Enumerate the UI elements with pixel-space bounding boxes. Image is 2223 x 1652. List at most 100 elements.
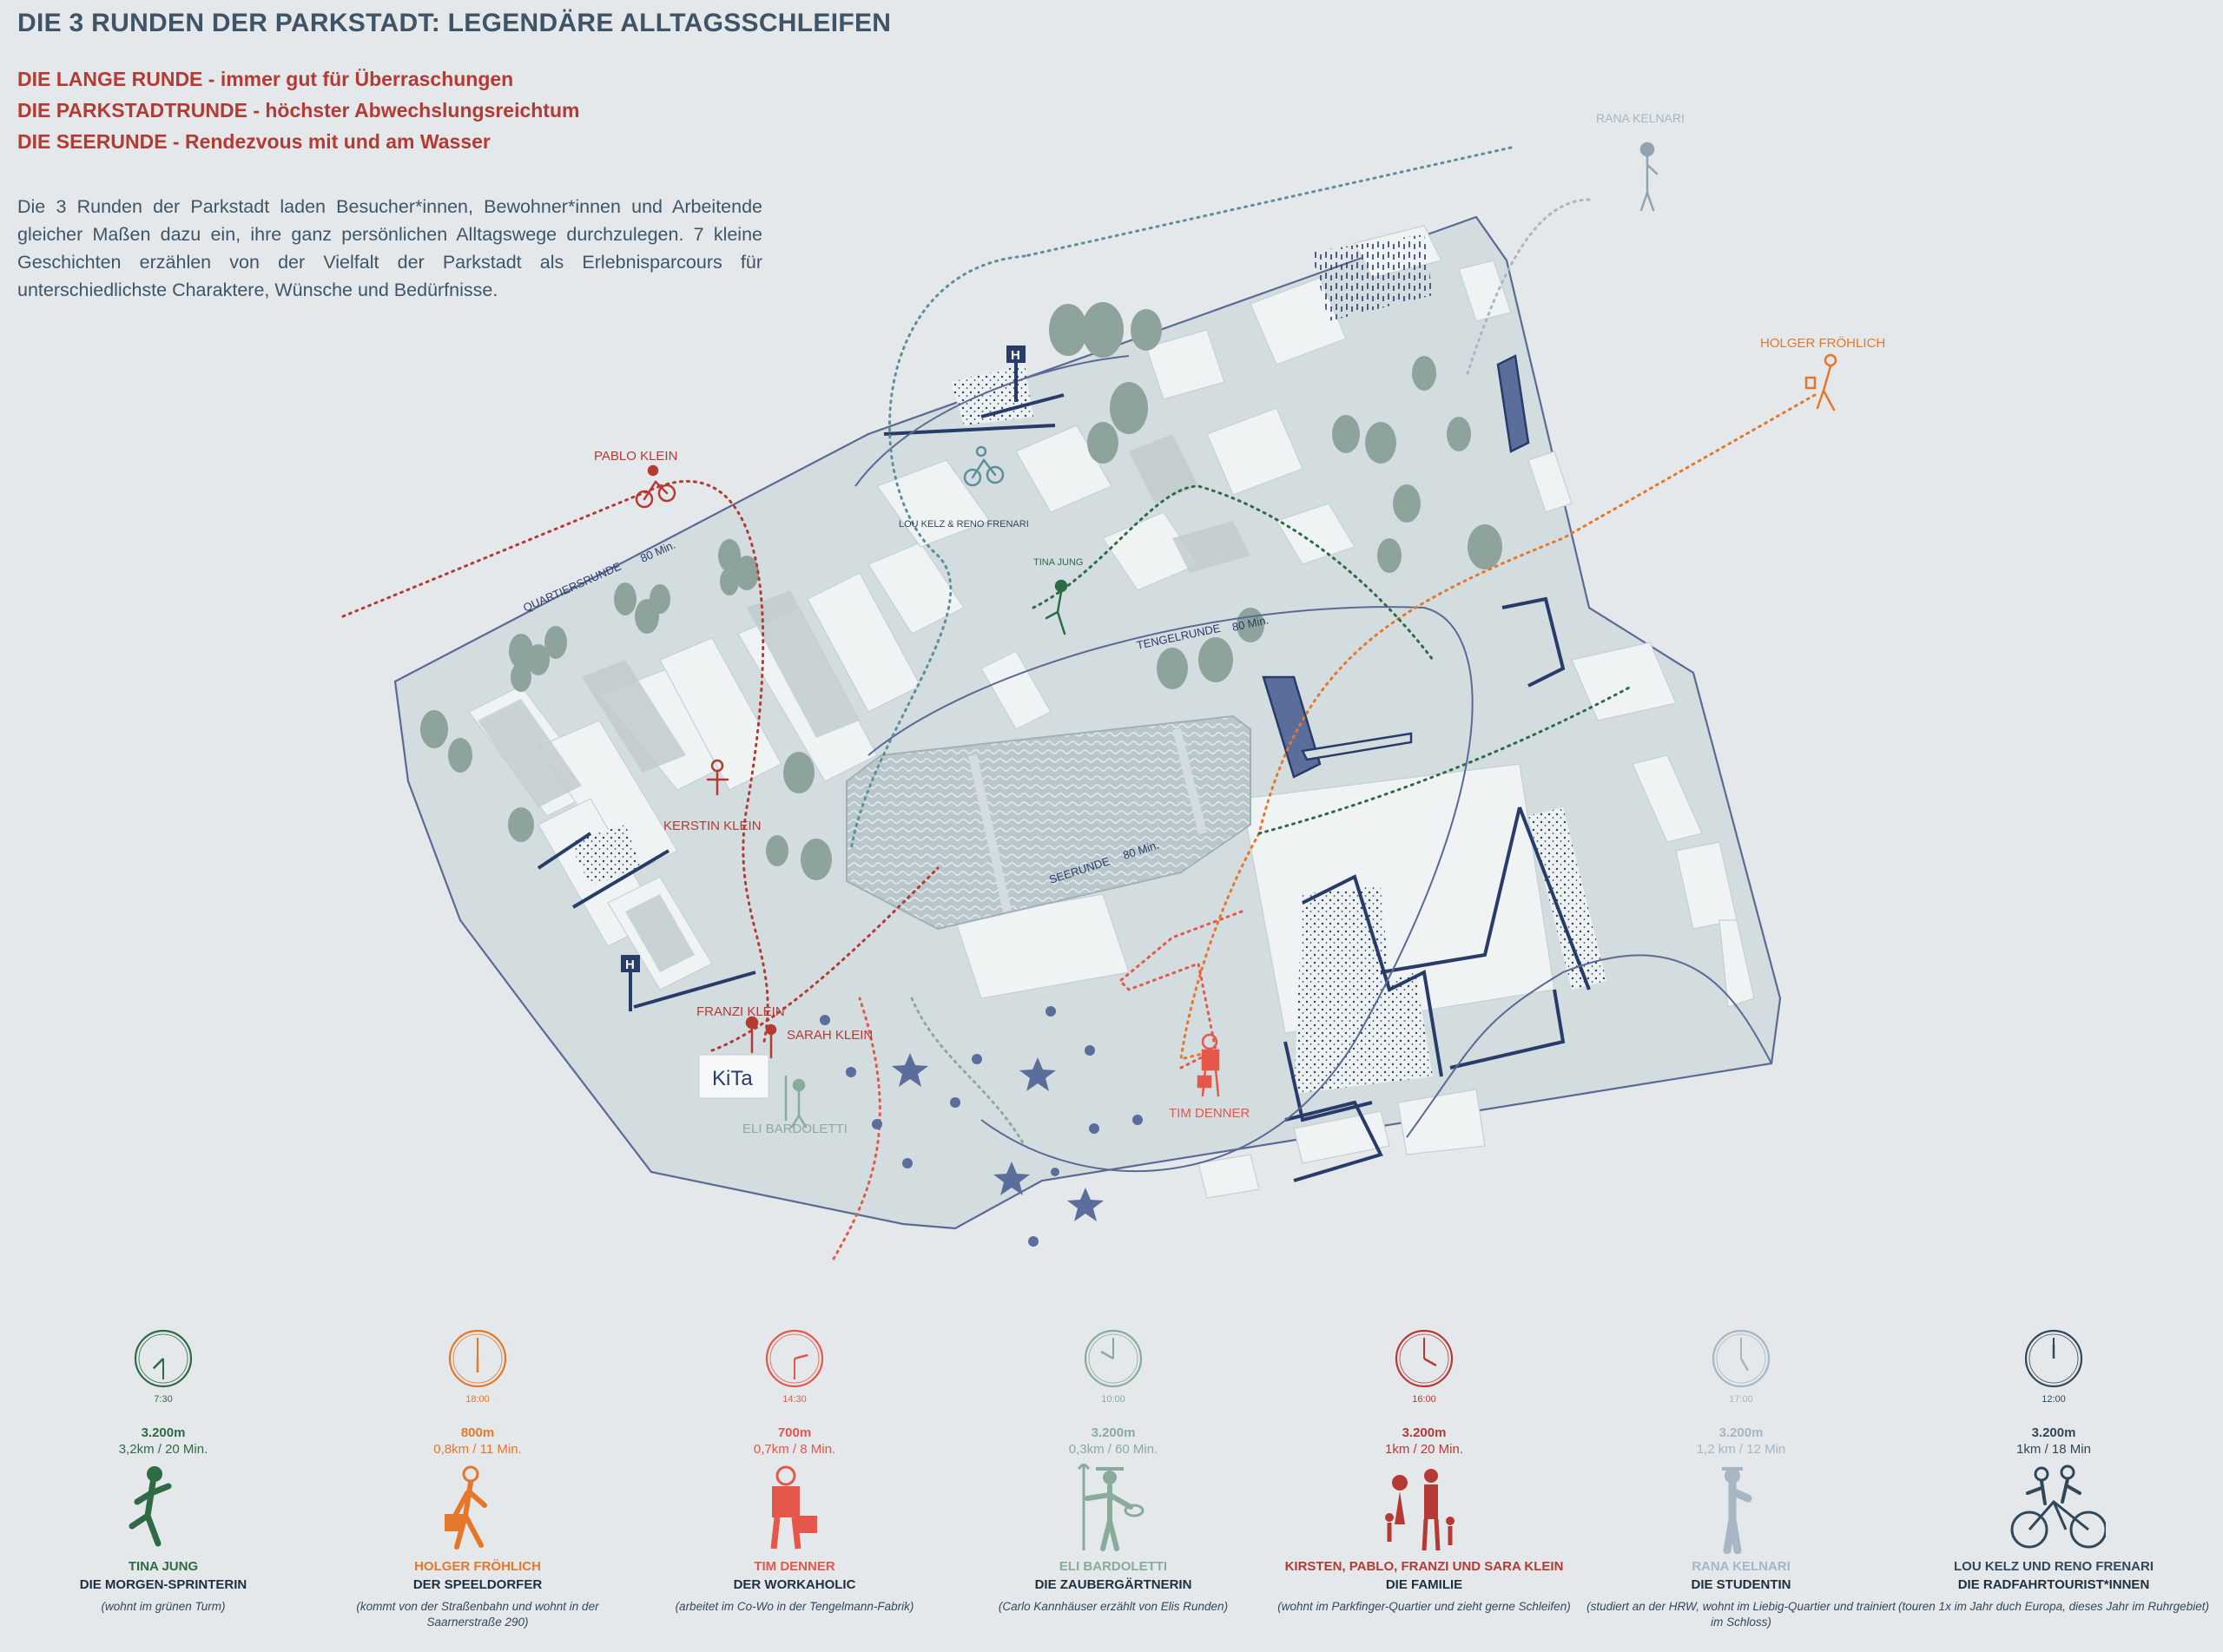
route-seerunde: DIE SEERUNDE - Rendezvous mit und am Was… — [17, 130, 491, 153]
persona-note: (wohnt im grünen Turm) — [101, 1600, 226, 1613]
map-label-holger: HOLGER FRÖHLICH — [1760, 335, 1885, 351]
map-person-markers — [635, 142, 1837, 1129]
clock-icon — [1084, 1329, 1143, 1388]
student-icon — [1639, 142, 1659, 212]
plazas — [569, 234, 1606, 1094]
person-routes — [341, 146, 1817, 1260]
bus-stop-label: H — [625, 958, 635, 972]
persona-note: (studiert an der HRW, wohnt im Liebig-Qu… — [1586, 1600, 1896, 1629]
map-label-lou-reno: LOU KELZ & RENO FRENARI — [899, 519, 1029, 530]
map-label-franzi: FRANZI KLEIN — [696, 1004, 785, 1019]
persona-time: 14:30 — [782, 1394, 807, 1405]
trees — [420, 302, 1502, 880]
persona-card: 14:30 700m 0,7km / 8 Min. TIM DENNER DER… — [638, 1320, 951, 1615]
route-lange-runde: DIE LANGE RUNDE - immer gut für Überrasc… — [17, 68, 514, 90]
persona-time: 17:00 — [1729, 1394, 1753, 1405]
persona-note: (Carlo Kannhäuser erzählt von Elis Runde… — [998, 1600, 1229, 1613]
bus-stop-icon — [621, 346, 1026, 1011]
persona-time: 7:30 — [154, 1394, 173, 1405]
persona-duration: 0,7km / 8 Min. — [753, 1442, 836, 1457]
bus-stop-label: H — [1011, 348, 1020, 363]
persona-duration: 0,3km / 60 Min. — [1068, 1442, 1158, 1457]
castle — [1262, 354, 1530, 779]
persona-time: 16:00 — [1412, 1394, 1436, 1405]
persona-card: 12:00 3.200m 1km / 18 Min LOU KELZ UND R… — [1897, 1320, 2210, 1615]
persona-note: (arbeitet im Co-Wo in der Tengelmann-Fab… — [675, 1600, 914, 1613]
persona-distance: 700m — [777, 1425, 812, 1440]
persona-note: (touren 1x im Jahr duch Europa, dieses J… — [1898, 1600, 2209, 1613]
persona-role: DIE MORGEN-SPRINTERIN — [79, 1577, 247, 1592]
persona-distance: 3.200m — [2031, 1425, 2076, 1440]
map-label-pablo: PABLO KLEIN — [594, 449, 677, 464]
garden-stars — [820, 1006, 1143, 1247]
persona-role: DIE RADFAHRTOURIST*INNEN — [1957, 1577, 2150, 1592]
runner-icon — [1045, 579, 1068, 635]
persona-card: 10:00 3.200m 0,3km / 60 Min. ELI BARDOLE… — [957, 1320, 1270, 1615]
family-member-icon — [745, 1016, 777, 1059]
map-label-kerstin: KERSTIN KLEIN — [663, 819, 762, 833]
persona-name: RANA KELNARI — [1692, 1559, 1791, 1574]
worker-icon — [770, 1465, 817, 1550]
worker-icon — [1197, 1033, 1220, 1097]
clock-icon — [765, 1329, 824, 1388]
route-parkstadtrunde: DIE PARKSTADTRUNDE - höchster Abwechslun… — [17, 99, 580, 122]
persona-role: DER SPEELDORFER — [412, 1577, 543, 1592]
student-icon — [1722, 1467, 1752, 1554]
persona-note: (kommt von der Straßenbahn und wohnt in … — [356, 1600, 599, 1629]
persona-time: 18:00 — [465, 1394, 490, 1405]
persona-role: DIE ZAUBERGÄRTNERIN — [1034, 1577, 1192, 1592]
map-label-rana: RANA KELNARI — [1596, 111, 1685, 125]
persona-name: KIRSTEN, PABLO, FRANZI UND SARA KLEIN — [1284, 1559, 1564, 1574]
gardener-icon — [784, 1075, 808, 1129]
walker-with-bag-icon — [1804, 353, 1837, 411]
map-label-sarah: SARAH KLEIN — [787, 1028, 873, 1043]
persona-name: HOLGER FRÖHLICH — [414, 1559, 541, 1574]
persona-duration: 1km / 18 Min — [2016, 1442, 2091, 1457]
family-member-icon — [706, 759, 729, 796]
persona-card: 17:00 3.200m 1,2 km / 12 Min RANA KELNAR… — [1585, 1320, 1897, 1630]
persona-note: (wohnt im Parkfinger-Quartier und zieht … — [1277, 1600, 1571, 1613]
persona-distance: 3.200m — [141, 1425, 186, 1440]
runner-icon — [129, 1466, 172, 1547]
map-label-tina: TINA JUNG — [1033, 557, 1083, 568]
clock-icon — [2024, 1329, 2083, 1388]
persona-duration: 1,2 km / 12 Min — [1696, 1442, 1786, 1457]
persona-duration: 0,8km / 11 Min. — [433, 1442, 522, 1457]
persona-role: DIE FAMILIE — [1385, 1577, 1463, 1592]
clock-icon — [448, 1329, 507, 1388]
persona-distance: 3.200m — [1402, 1425, 1447, 1440]
persona-duration: 1km / 20 Min. — [1384, 1442, 1464, 1457]
gardener-icon — [1077, 1464, 1144, 1551]
intro-paragraph: Die 3 Runden der Parkstadt laden Besuche… — [17, 196, 762, 300]
lake — [846, 714, 1251, 931]
persona-name: LOU KELZ UND RENO FRENARI — [1954, 1559, 2154, 1574]
persona-duration: 3,2km / 20 Min. — [118, 1442, 208, 1457]
route-loops — [854, 355, 1772, 1173]
kita-label: KiTa — [712, 1067, 753, 1090]
persona-distance: 3.200m — [1091, 1425, 1136, 1440]
kita-building — [698, 1054, 769, 1099]
map-label-eli: ELI BARDOLETTI — [742, 1122, 848, 1136]
clock-icon — [134, 1329, 193, 1388]
family-icon — [1385, 1469, 1455, 1551]
persona-distance: 800m — [460, 1425, 495, 1440]
persona-card: 18:00 800m 0,8km / 11 Min. HOLGER FRÖHLI… — [321, 1320, 634, 1630]
page-title: DIE 3 RUNDEN DER PARKSTADT: LEGENDÄRE AL… — [17, 9, 892, 37]
bicycle-icon — [635, 464, 676, 509]
walker-with-bag-icon — [445, 1465, 487, 1550]
persona-card: 16:00 3.200m 1km / 20 Min. KIRSTEN, PABL… — [1268, 1320, 1580, 1615]
clock-icon — [1395, 1329, 1454, 1388]
persona-distance: 3.200m — [1718, 1425, 1764, 1440]
map-label-tim: TIM DENNER — [1169, 1106, 1250, 1121]
shaded-blocks — [478, 434, 1250, 972]
persona-time: 12:00 — [2042, 1394, 2066, 1405]
persona-name: TINA JUNG — [128, 1559, 199, 1574]
persona-card: 7:30 3.200m 3,2km / 20 Min. TINA JUNG DI… — [7, 1320, 320, 1615]
persona-name: ELI BARDOLETTI — [1059, 1559, 1168, 1574]
bicycle-icon — [963, 445, 1005, 487]
persona-role: DIE STUDENTIN — [1691, 1577, 1791, 1592]
clock-icon — [1712, 1329, 1771, 1388]
cyclists-icon — [2010, 1464, 2106, 1549]
site-area — [393, 215, 1782, 1230]
